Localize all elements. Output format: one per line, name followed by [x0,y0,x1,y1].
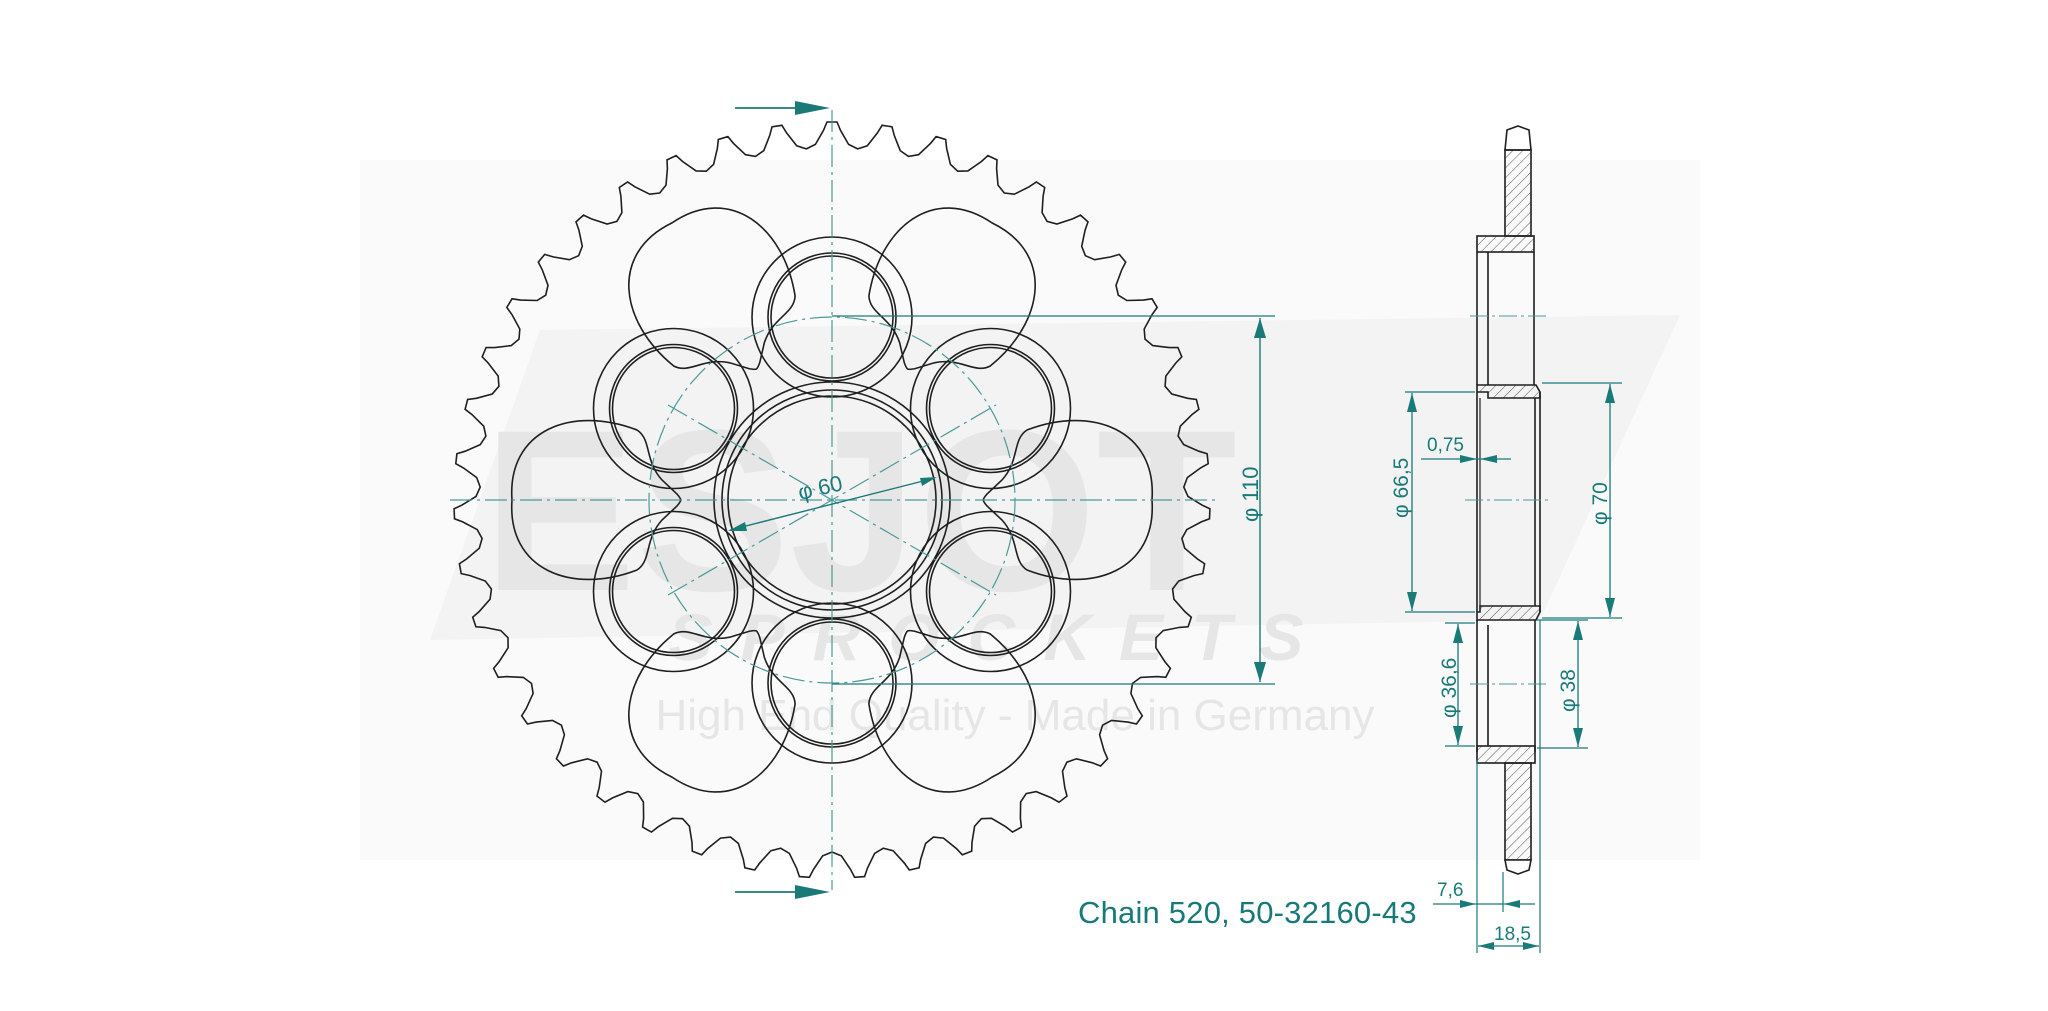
watermark-brand: ESJOT [483,382,1237,639]
lightening-pocket [511,419,682,581]
sprocket-front-view [453,121,1211,879]
lightening-pocket [628,629,796,793]
dimension-0-75: 0,75 [1421,435,1511,463]
lightening-pocket [868,207,1036,371]
sprocket-teeth-outline [453,121,1211,879]
bolt-hole [608,343,739,474]
bolt-hole [909,510,1072,673]
dim-18-5-label: 18,5 [1494,924,1531,945]
lightening-pocket [982,419,1153,581]
dimension-bolt-circle: φ 110 [832,315,1275,685]
svg-text:φ 70: φ 70 [1589,482,1612,525]
svg-text:φ 38: φ 38 [1557,669,1580,712]
bore-dimension-label: 60 [815,470,844,500]
bolt-hole [608,526,739,657]
lightening-pocket [868,629,1036,793]
dimension-bore: φ 60 [728,470,937,531]
bolt-hole [925,343,1056,474]
bolt-hole [909,327,1072,490]
dimension-70: φ 70 [1542,382,1622,619]
svg-text:φ 110: φ 110 [1238,467,1263,522]
bolt-circle-dimension-label: 110 [1238,467,1263,502]
watermark-tagline: High End Quality - Made in Germany [656,691,1375,740]
sprocket-side-view: φ 66,5 0,75 φ 70 φ 36,6 [1390,125,1622,953]
bolt-hole [925,526,1056,657]
dimension-38: φ 38 [1537,619,1588,749]
watermark-sub: SPROCKETS [669,600,1332,674]
arrow-right-icon [795,101,830,115]
svg-text:φ 66,5: φ 66,5 [1390,458,1413,518]
dimension-36-6: φ 36,6 [1438,622,1475,747]
bolt-hole [928,346,1053,471]
bolt-hole [592,510,755,673]
bolt-hole [592,327,755,490]
dim-36-6-label: 36,6 [1438,658,1461,699]
lightening-pocket [628,207,796,371]
dim-70-label: 70 [1589,482,1612,505]
dimension-66-5: φ 66,5 [1390,391,1475,613]
svg-text:φ 60: φ 60 [796,470,845,504]
dimension-widths: 7,6 18,5 [1433,620,1541,953]
dim-38-label: 38 [1557,669,1580,692]
arrow-right-icon [795,885,830,899]
part-caption: Chain 520, 50-32160-43 [1078,895,1417,930]
svg-text:φ 36,6: φ 36,6 [1438,658,1461,718]
dim-7-6-label: 7,6 [1437,880,1463,901]
bolt-hole [611,346,736,471]
dim-0-75-label: 0,75 [1427,435,1464,456]
bolt-hole [611,529,736,654]
bolt-hole [928,529,1053,654]
section-arrows [735,101,830,899]
dim-66-5-label: 66,5 [1390,458,1413,499]
center-lines [450,110,1215,890]
